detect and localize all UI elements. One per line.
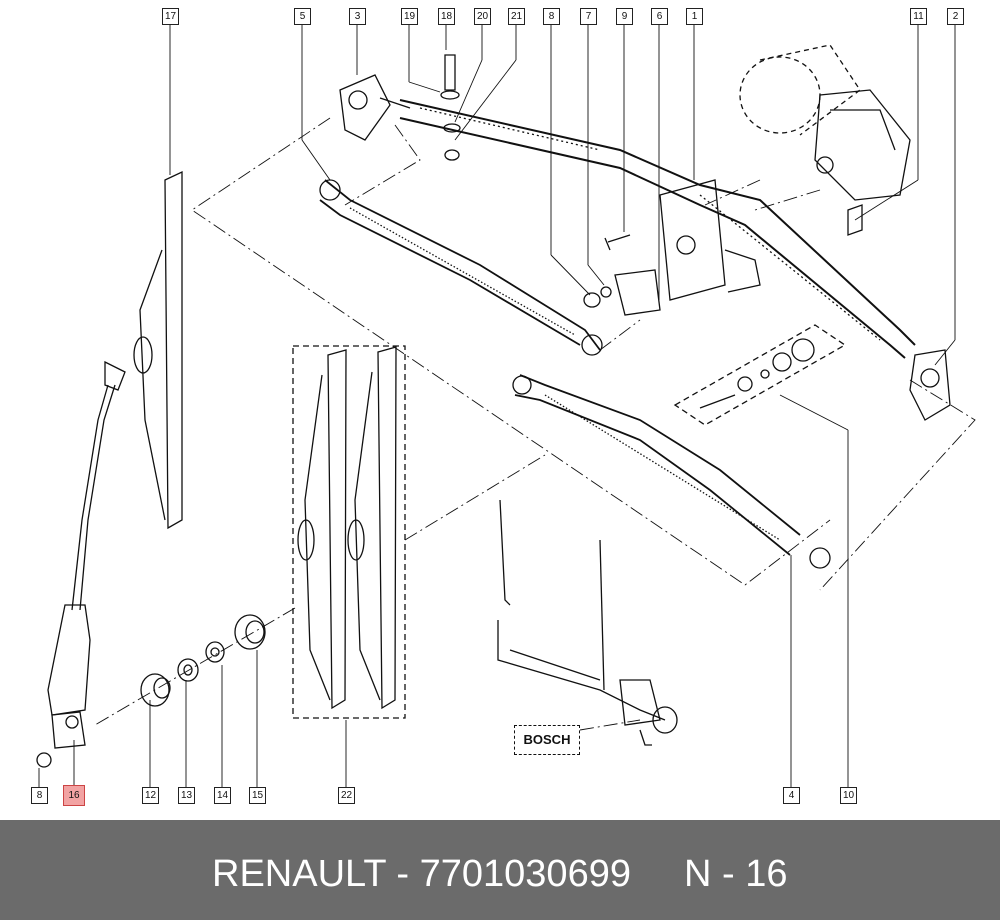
callout-18: 18 xyxy=(438,8,455,25)
reference-number-text: N - 16 xyxy=(684,853,788,895)
construction-lines xyxy=(94,117,976,731)
callout-15: 15 xyxy=(249,787,266,804)
callout-6: 6 xyxy=(651,8,668,25)
part-number-text: RENAULT - 7701030699 xyxy=(212,853,631,895)
callout-8-bottom: 8 xyxy=(31,787,48,804)
callout-9: 9 xyxy=(616,8,633,25)
callout-13: 13 xyxy=(178,787,195,804)
callout-20: 20 xyxy=(474,8,491,25)
callout-4: 4 xyxy=(783,787,800,804)
wiper-blade-single xyxy=(133,170,183,530)
wiper-motor xyxy=(739,44,911,201)
callout-17: 17 xyxy=(162,8,179,25)
callout-5: 5 xyxy=(294,8,311,25)
part-number-footer: RENAULT - 7701030699 N - 16 xyxy=(0,820,1000,920)
callout-7: 7 xyxy=(580,8,597,25)
link-rod-upper xyxy=(319,179,603,356)
callout-10: 10 xyxy=(840,787,857,804)
callout-22: 22 xyxy=(338,787,355,804)
fastener-kit-box xyxy=(673,324,847,426)
callout-3: 3 xyxy=(349,8,366,25)
wiper-arm xyxy=(36,360,126,768)
bosch-label: BOSCH xyxy=(514,725,580,755)
callout-21: 21 xyxy=(508,8,525,25)
pivot-right xyxy=(909,349,951,421)
callout-11: 11 xyxy=(910,8,927,25)
callout-14: 14 xyxy=(214,787,231,804)
link-rod-lower xyxy=(512,374,831,569)
fasteners xyxy=(440,54,863,409)
callout-1: 1 xyxy=(686,8,703,25)
callout-2: 2 xyxy=(947,8,964,25)
loose-parts xyxy=(140,614,266,707)
callout-16-highlighted[interactable]: 16 xyxy=(63,785,85,806)
pivot-left xyxy=(339,74,411,141)
mounting-bracket xyxy=(659,179,761,301)
wiper-linkage-diagram xyxy=(36,25,976,787)
leader-lines xyxy=(38,25,956,787)
callout-12: 12 xyxy=(142,787,159,804)
bosch-assembly xyxy=(497,499,678,746)
callout-8-top: 8 xyxy=(543,8,560,25)
wiper-blade-pair xyxy=(297,346,397,710)
main-linkage-tube xyxy=(399,99,916,359)
callout-19: 19 xyxy=(401,8,418,25)
blade-set-box xyxy=(292,345,406,719)
